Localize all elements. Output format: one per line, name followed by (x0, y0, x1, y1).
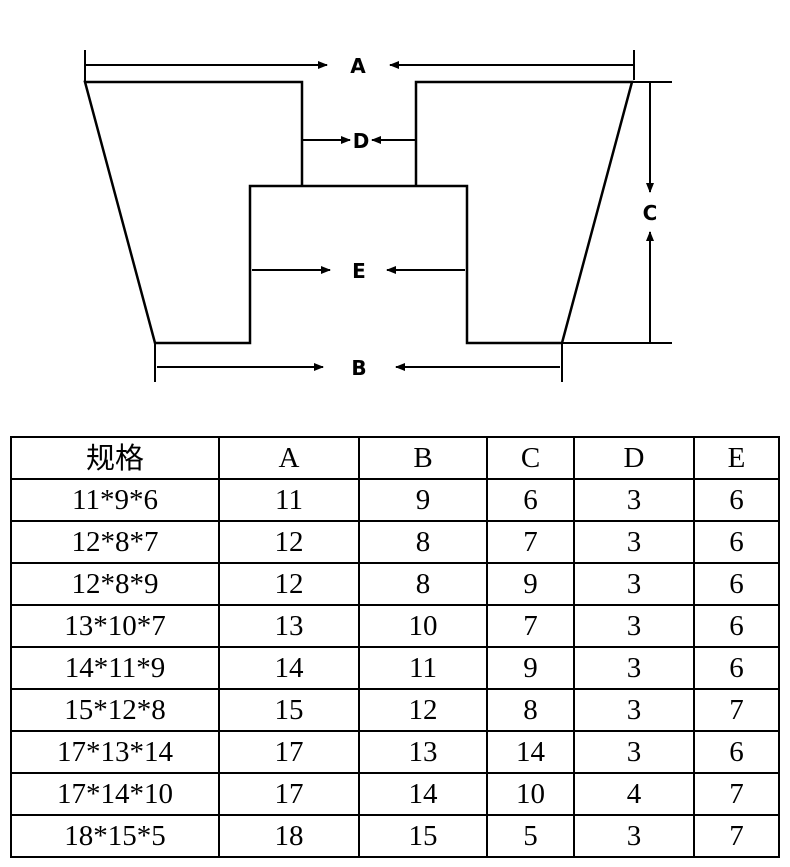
cell-a: 18 (218, 814, 360, 858)
cell-spec: 13*10*7 (10, 604, 220, 648)
cell-spec: 11*9*6 (10, 478, 220, 522)
cell-b: 8 (358, 520, 488, 564)
label-e: E (352, 259, 366, 283)
cell-e: 7 (693, 772, 780, 816)
cell-c: 6 (486, 478, 575, 522)
dimension-b (154, 343, 563, 382)
cell-e: 6 (693, 604, 780, 648)
dimension-c (562, 81, 672, 344)
header-a: A (218, 436, 360, 480)
cell-a: 11 (218, 478, 360, 522)
cell-b: 12 (358, 688, 488, 732)
cell-a: 12 (218, 562, 360, 606)
cell-e: 7 (693, 688, 780, 732)
header-d: D (573, 436, 695, 480)
header-b: B (358, 436, 488, 480)
cell-c: 14 (486, 730, 575, 774)
label-a: A (350, 54, 366, 78)
cell-spec: 17*14*10 (10, 772, 220, 816)
cell-a: 17 (218, 730, 360, 774)
part-outline (83, 80, 634, 345)
cell-d: 4 (573, 772, 695, 816)
cell-c: 10 (486, 772, 575, 816)
table-header-row: 规格 A B C D E (10, 436, 780, 480)
cell-spec: 14*11*9 (10, 646, 220, 690)
dimension-a (84, 50, 635, 82)
cell-c: 7 (486, 604, 575, 648)
cell-c: 7 (486, 520, 575, 564)
cell-e: 6 (693, 730, 780, 774)
cell-d: 3 (573, 688, 695, 732)
cell-a: 15 (218, 688, 360, 732)
cell-b: 11 (358, 646, 488, 690)
cell-c: 9 (486, 646, 575, 690)
cell-b: 10 (358, 604, 488, 648)
cell-spec: 12*8*9 (10, 562, 220, 606)
cell-spec: 12*8*7 (10, 520, 220, 564)
cell-e: 6 (693, 478, 780, 522)
cell-d: 3 (573, 562, 695, 606)
cell-e: 6 (693, 562, 780, 606)
cell-b: 8 (358, 562, 488, 606)
cell-d: 3 (573, 646, 695, 690)
header-c: C (486, 436, 575, 480)
cell-spec: 17*13*14 (10, 730, 220, 774)
header-e: E (693, 436, 780, 480)
cell-d: 3 (573, 520, 695, 564)
cell-spec: 18*15*5 (10, 814, 220, 858)
cell-e: 7 (693, 814, 780, 858)
cell-a: 17 (218, 772, 360, 816)
header-spec: 规格 (10, 436, 220, 480)
cell-c: 5 (486, 814, 575, 858)
cell-spec: 15*12*8 (10, 688, 220, 732)
cell-a: 12 (218, 520, 360, 564)
cell-d: 3 (573, 730, 695, 774)
cell-b: 13 (358, 730, 488, 774)
cell-e: 6 (693, 646, 780, 690)
cell-d: 3 (573, 478, 695, 522)
cell-d: 3 (573, 604, 695, 648)
label-c: C (643, 201, 658, 225)
cell-c: 9 (486, 562, 575, 606)
cell-b: 9 (358, 478, 488, 522)
cell-e: 6 (693, 520, 780, 564)
dimension-diagram: A D E B C (83, 50, 672, 382)
cell-d: 3 (573, 814, 695, 858)
cell-b: 14 (358, 772, 488, 816)
cell-a: 13 (218, 604, 360, 648)
cell-c: 8 (486, 688, 575, 732)
cell-a: 14 (218, 646, 360, 690)
label-d: D (353, 129, 370, 153)
label-b: B (351, 356, 366, 380)
cell-b: 15 (358, 814, 488, 858)
